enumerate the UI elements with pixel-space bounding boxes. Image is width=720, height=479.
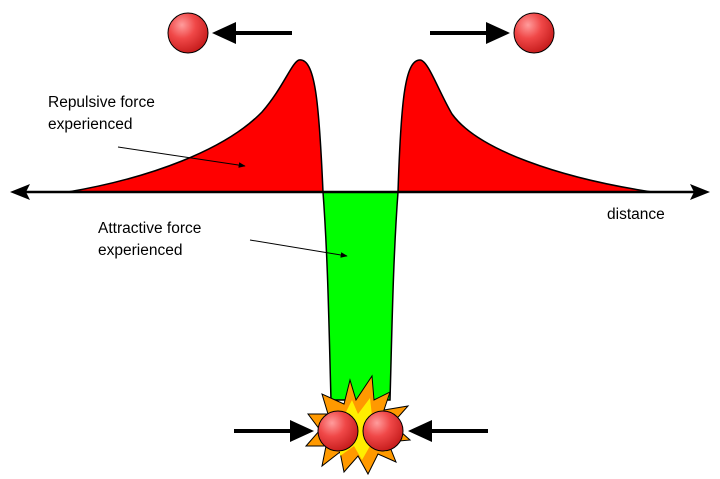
attractive-label-line1: Attractive force xyxy=(98,220,202,237)
particle-bottom-left xyxy=(317,410,359,452)
particle-top-right xyxy=(513,12,555,54)
distance-axis-label: distance xyxy=(607,206,665,223)
attractive-pointer-line xyxy=(249,239,348,258)
repulsive-region-left xyxy=(67,59,324,193)
particle-top-left xyxy=(167,12,209,54)
distance-axis xyxy=(10,184,710,200)
arrow-right-icon xyxy=(234,420,314,442)
attractive-force-label: Attractive force experienced xyxy=(98,218,201,262)
attractive-label-line2: experienced xyxy=(98,242,183,259)
arrow-left-icon xyxy=(408,420,488,442)
repulsive-label-line1: Repulsive force xyxy=(48,94,155,111)
arrow-left-icon xyxy=(212,22,292,44)
arrow-right-icon xyxy=(430,22,510,44)
attractive-region xyxy=(322,191,399,401)
particle-bottom-right xyxy=(362,410,404,452)
repulsive-region-right xyxy=(397,59,653,193)
repulsive-pointer-line xyxy=(117,146,246,168)
repulsive-label-line2: experienced xyxy=(48,116,133,133)
repulsive-force-label: Repulsive force experienced xyxy=(48,92,155,136)
